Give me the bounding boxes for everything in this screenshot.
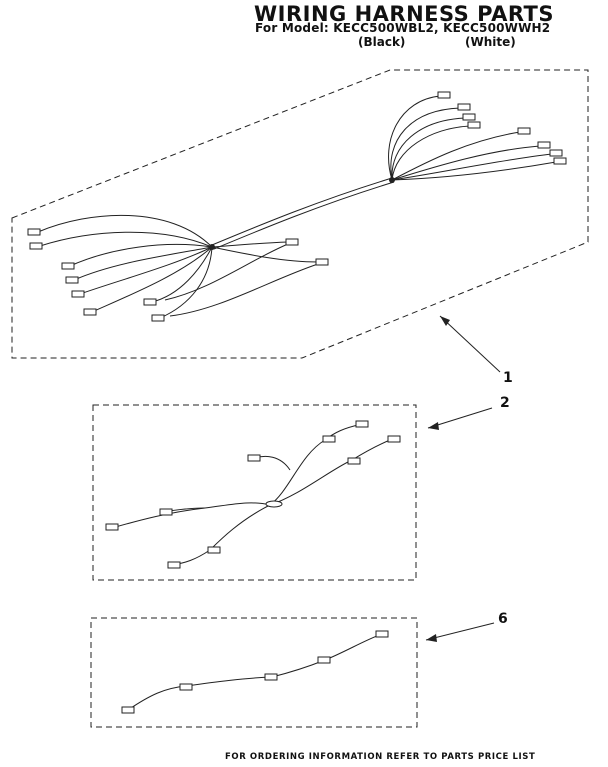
variant-black-label: (Black) — [358, 35, 406, 49]
part-1-frame — [11, 69, 589, 359]
callout-part-1: 1 — [503, 370, 513, 386]
callout-part-6: 6 — [498, 611, 508, 627]
variant-white-label: (White) — [465, 35, 516, 49]
harness-part-6 — [121, 630, 389, 714]
part-6-frame — [90, 617, 418, 728]
harness-part-2 — [105, 420, 401, 569]
page-title: WIRING HARNESS PARTS — [253, 2, 554, 26]
part-2-leader — [427, 407, 493, 429]
callout-part-2: 2 — [500, 395, 510, 411]
ordering-note: FOR ORDERING INFORMATION REFER TO PARTS … — [225, 752, 536, 762]
harness-part-1 — [27, 91, 567, 322]
part-2-frame — [92, 404, 417, 581]
part-6-leader — [425, 622, 495, 641]
model-numbers: For Model: KECC500WBL2, KECC500WWH2 — [255, 21, 551, 35]
part-1-leader — [439, 315, 501, 373]
